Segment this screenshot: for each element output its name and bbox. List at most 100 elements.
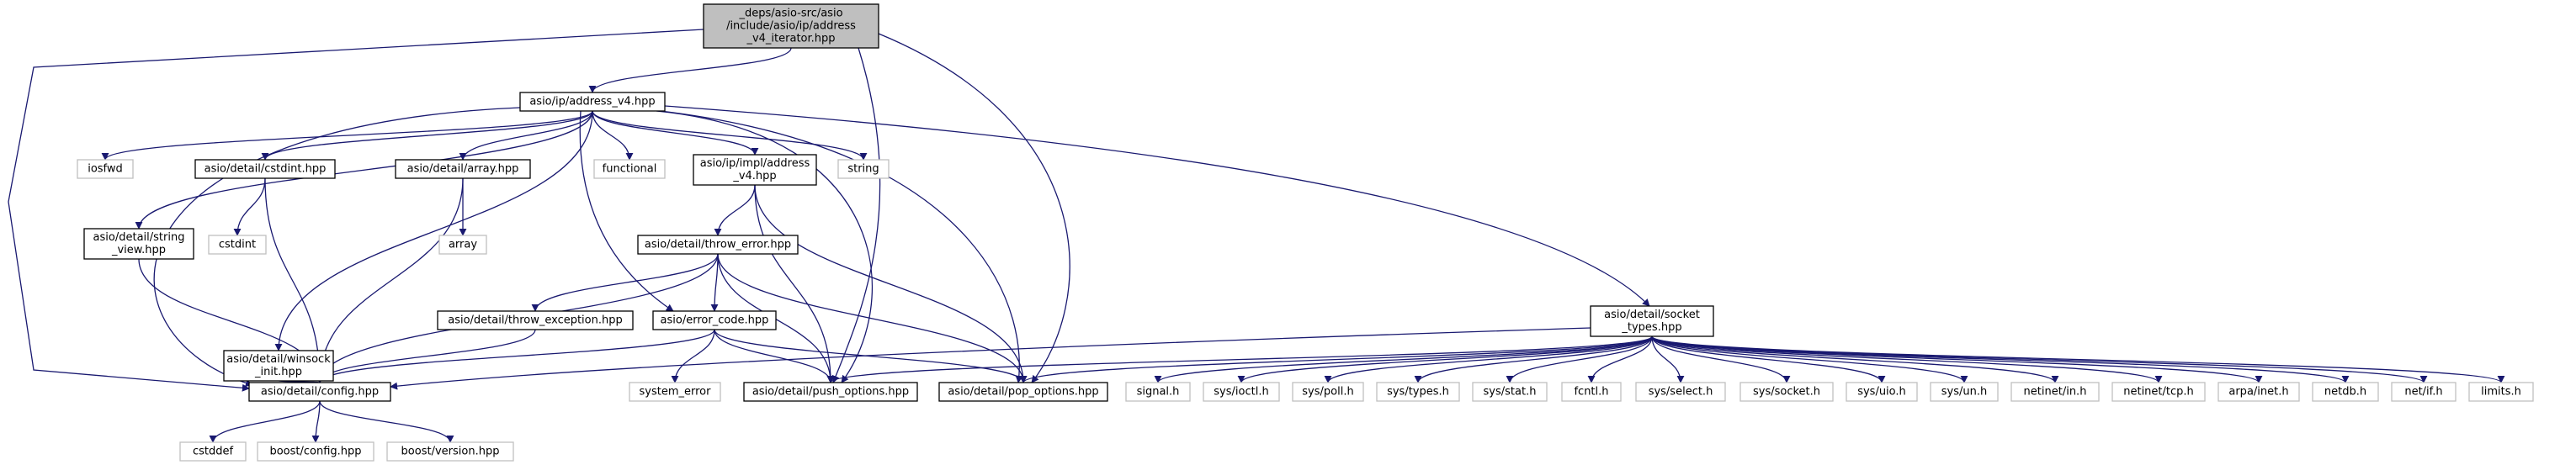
node-label: asio/detail/throw_error.hpp — [645, 239, 791, 251]
edge-socket_types-to-in_h — [1651, 335, 2059, 383]
node-label: asio/ip/address_v4.hpp — [529, 96, 655, 108]
node-error_code[interactable]: asio/error_code.hpp — [652, 310, 777, 330]
node-label: _v4_iterator.hpp — [746, 33, 835, 45]
node-box — [593, 159, 666, 179]
node-label: limits.h — [2481, 386, 2521, 399]
edge-socket_types-to-tcp_h — [1651, 335, 2163, 383]
node-poll_h: sys/poll.h — [1292, 382, 1364, 402]
node-cstdint: cstdint — [208, 235, 267, 255]
node-label: signal.h — [1137, 386, 1180, 399]
node-box — [83, 228, 194, 260]
node-array_hpp[interactable]: asio/detail/array.hpp — [395, 159, 531, 179]
edge-address_v4-to-iosfwd — [101, 110, 593, 161]
node-uio_h: sys/uio.h — [1846, 382, 1918, 402]
node-box — [637, 235, 799, 255]
edge-root-to-push_options — [831, 47, 881, 383]
node-label: asio/detail/config.hpp — [261, 386, 379, 399]
edge-root-to-address_v4 — [588, 47, 792, 93]
node-label: _view.hpp — [111, 244, 166, 256]
node-box — [2391, 382, 2456, 402]
node-throw_error[interactable]: asio/detail/throw_error.hpp — [637, 235, 799, 255]
node-fcntl_h: fcntl.h — [1561, 382, 1622, 402]
node-label: asio/detail/push_options.hpp — [752, 386, 909, 399]
edge-socket_types-to-push_options — [826, 335, 1653, 383]
node-label: boost/version.hpp — [401, 446, 500, 458]
node-label: netinet/tcp.h — [2123, 386, 2194, 399]
node-label: boost/config.hpp — [269, 446, 361, 458]
node-label: sys/un.h — [1941, 386, 1987, 399]
edge-cstdint_hpp-to-config — [264, 177, 324, 383]
edge-root-to-config — [8, 29, 704, 392]
node-signal_h: signal.h — [1125, 382, 1191, 402]
node-array: array — [438, 235, 487, 255]
node-box — [2468, 382, 2534, 402]
edge-socket_types-to-fcntl_h — [1587, 335, 1653, 383]
node-label: string — [847, 163, 879, 176]
node-label: sys/types.h — [1387, 386, 1449, 399]
edge-socket_types-to-config — [390, 327, 1591, 390]
node-box — [2010, 382, 2100, 402]
node-iosfwd: iosfwd — [77, 159, 134, 179]
node-impl_address_v4[interactable]: asio/ip/impl/address_v4.hpp — [693, 154, 817, 186]
edge-address_v4-to-array_hpp — [459, 110, 593, 161]
node-box — [77, 159, 134, 179]
edge-socket_types-to-types_h — [1414, 335, 1653, 383]
edge-throw_error-to-throw_exception — [531, 253, 719, 312]
node-socket_types[interactable]: asio/detail/socket_types.hpp — [1590, 305, 1714, 337]
node-boost_config: boost/config.hpp — [257, 441, 374, 462]
edge-array_hpp-to-config — [316, 177, 464, 383]
node-box — [248, 382, 391, 402]
node-throw_exception[interactable]: asio/detail/throw_exception.hpp — [437, 310, 634, 330]
edge-impl_address_v4-to-throw_error — [714, 184, 756, 236]
node-in_h: netinet/in.h — [2010, 382, 2100, 402]
node-box — [629, 382, 721, 402]
node-box — [1125, 382, 1191, 402]
edge-config-to-boost_config — [311, 400, 321, 443]
node-box — [1376, 382, 1460, 402]
node-box — [1590, 305, 1714, 337]
node-label: fcntl.h — [1574, 386, 1608, 399]
node-limits_h: limits.h — [2468, 382, 2534, 402]
node-config[interactable]: asio/detail/config.hpp — [248, 382, 391, 402]
node-address_v4[interactable]: asio/ip/address_v4.hpp — [519, 92, 666, 112]
edge-socket_types-to-pop_options — [1019, 335, 1653, 383]
edge-cstdint_hpp-to-cstdint — [233, 177, 266, 236]
edge-config-to-boost_version — [319, 400, 454, 443]
node-box — [1561, 382, 1622, 402]
node-label: iosfwd — [88, 163, 123, 176]
node-pop_options[interactable]: asio/detail/pop_options.hpp — [938, 382, 1108, 402]
node-box — [2312, 382, 2379, 402]
node-label: system_error — [640, 386, 712, 399]
node-box — [1930, 382, 1999, 402]
edge-error_code-to-config — [316, 329, 715, 383]
edge-address_v4-to-string — [592, 110, 868, 161]
edge-throw_error-to-error_code — [710, 253, 719, 312]
edge-socket_types-to-stat_h — [1506, 335, 1653, 383]
node-functional: functional — [593, 159, 666, 179]
node-root[interactable]: _deps/asio-src/asio/include/asio/ip/addr… — [703, 3, 879, 49]
node-box — [208, 235, 267, 255]
node-box — [837, 159, 890, 179]
edge-address_v4-to-error_code — [579, 110, 674, 312]
node-un_h: sys/un.h — [1930, 382, 1999, 402]
edge-address_v4-to-string_view — [135, 110, 593, 230]
node-label: asio/detail/winsock — [226, 353, 331, 366]
node-cstdint_hpp[interactable]: asio/detail/cstdint.hpp — [194, 159, 336, 179]
node-string_view[interactable]: asio/detail/string_view.hpp — [83, 228, 194, 260]
edge-error_code-to-system_error — [671, 329, 715, 383]
node-box — [257, 441, 374, 462]
node-push_options[interactable]: asio/detail/push_options.hpp — [743, 382, 918, 402]
node-inet_h: arpa/inet.h — [2217, 382, 2300, 402]
node-label: sys/ioctl.h — [1214, 386, 1268, 399]
edge-socket_types-to-ioctl_h — [1237, 335, 1653, 383]
node-box — [194, 159, 336, 179]
node-box — [437, 310, 634, 330]
node-label: asio/detail/string — [93, 231, 185, 244]
node-label: sys/uio.h — [1857, 386, 1906, 399]
node-box — [2111, 382, 2206, 402]
node-label: asio/detail/socket — [1604, 309, 1700, 321]
edge-socket_types-to-select_h — [1651, 335, 1685, 383]
node-box — [703, 3, 879, 49]
node-winsock_init[interactable]: asio/detail/winsock_init.hpp — [223, 350, 334, 382]
node-box — [1846, 382, 1918, 402]
